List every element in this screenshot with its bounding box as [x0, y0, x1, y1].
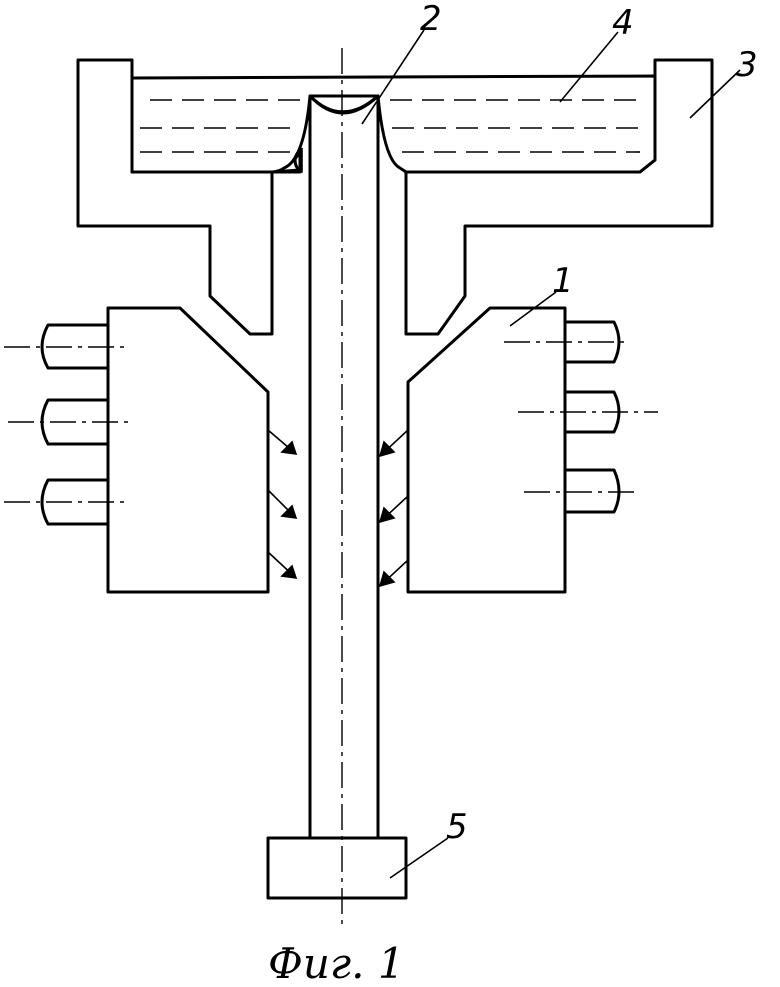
label-holder: 5	[446, 807, 468, 847]
label-inductor: 1	[552, 261, 574, 301]
inductor-left-block	[106, 306, 270, 594]
holder-block	[266, 836, 408, 900]
figure-caption: Фиг. 1	[268, 939, 405, 987]
rod	[308, 94, 380, 840]
leader-2	[361, 29, 425, 125]
leader-1	[509, 291, 557, 327]
label-melt: 4	[612, 3, 634, 43]
crucible	[76, 58, 714, 336]
leader-4	[559, 31, 619, 103]
label-crucible: 3	[736, 45, 758, 85]
inductor-right-pipes	[504, 320, 658, 514]
inductor-left-pipes	[4, 323, 128, 526]
holder	[266, 836, 408, 900]
rod-top-line	[308, 94, 379, 114]
crucible-left-part	[76, 58, 302, 336]
leader-lines	[361, 29, 741, 879]
leader-3	[689, 69, 741, 119]
melt-level-lines	[140, 99, 640, 153]
melt	[130, 74, 657, 174]
inductor-right-block	[406, 306, 567, 594]
leader-5	[389, 837, 449, 879]
melt-body	[130, 74, 657, 174]
label-rod: 2	[420, 0, 442, 39]
rod-body	[308, 94, 380, 840]
heating-arrows	[267, 429, 409, 588]
inductor	[4, 306, 658, 594]
